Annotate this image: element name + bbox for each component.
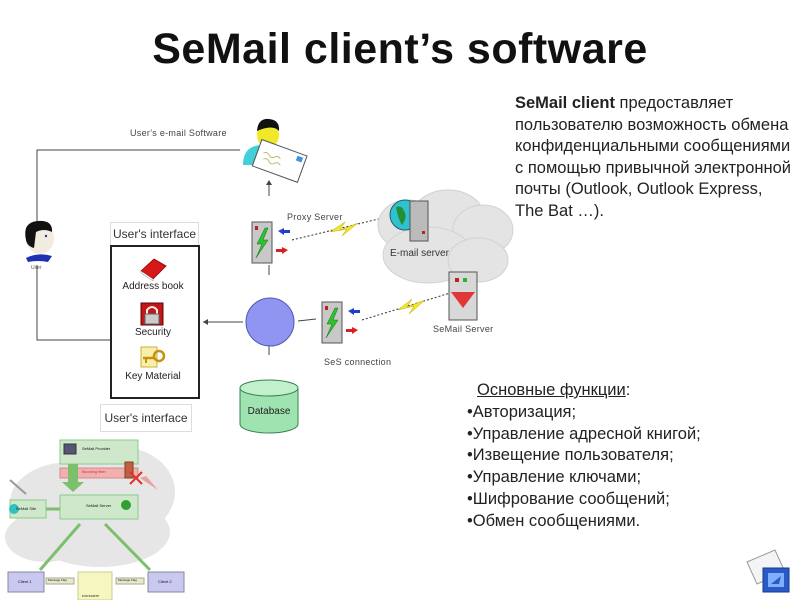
key-material-label[interactable]: Key Material <box>125 371 181 382</box>
description-bold: SeMail client <box>515 94 615 112</box>
lightning-icon <box>397 298 426 315</box>
connector-user-to-interface <box>36 265 110 341</box>
user-email-software-label: User's e-mail Software <box>130 128 227 138</box>
mini-message-flag-1: Message Flag <box>48 578 67 582</box>
email-server-icon <box>389 199 429 242</box>
mini-architecture-diagram: SeMail Provider Blocking filter SeMail S… <box>0 432 200 600</box>
sphere-node-icon <box>245 297 295 347</box>
outlook-express-icon <box>746 549 790 593</box>
semail-server-icon <box>448 271 478 321</box>
database-icon <box>239 379 299 434</box>
key-material-icon <box>140 346 166 368</box>
proxy-server-label: Proxy Server <box>287 212 343 222</box>
description-text: SeMail client предоставляет пользователю… <box>515 93 795 222</box>
user-head-icon <box>25 220 54 262</box>
mini-message-flag-2: Message Flag <box>118 578 137 582</box>
functions-list: Основные функции: •Авторизация; •Управле… <box>467 380 787 533</box>
mini-blocking-filter: Blocking filter <box>82 469 106 474</box>
semail-server-label: SeMail Server <box>433 324 494 334</box>
user-with-letter-icon <box>243 118 308 183</box>
mini-client-2: Client 2 <box>158 579 172 584</box>
functions-header: Основные функции <box>477 381 626 399</box>
slide-title: SeMail client’s software <box>152 25 648 73</box>
function-item: •Авторизация; <box>467 402 577 421</box>
email-server-label: E-mail server <box>390 248 449 259</box>
mini-semail-server: SeMail Server <box>86 503 112 508</box>
users-interface-label-bottom: User's interface <box>100 404 192 432</box>
database-label: Database <box>247 406 291 417</box>
proxy-server-icon <box>251 221 290 264</box>
function-item: •Шифрование сообщений; <box>467 489 670 508</box>
user-label: User <box>31 265 42 271</box>
connector-user-to-email-software <box>36 149 240 228</box>
mini-semail-provider: SeMail Provider <box>82 446 111 451</box>
mini-client-1: Client 1 <box>18 579 32 584</box>
function-item: •Управление ключами; <box>467 468 642 487</box>
lightning-icon <box>329 221 359 237</box>
mini-semail-site: SeMail Site <box>16 506 37 511</box>
address-book-label[interactable]: Address book <box>122 281 184 292</box>
users-interface-title: User's interface <box>110 222 199 246</box>
address-book-icon <box>140 258 167 281</box>
mini-pop-smtp: POP3/SMTP <box>82 594 100 598</box>
function-item: •Обмен сообщениями. <box>467 511 641 530</box>
ses-connection-icon <box>321 301 360 344</box>
ses-connection-label: SeS connection <box>324 357 392 367</box>
security-label[interactable]: Security <box>134 327 172 338</box>
security-lock-icon <box>140 302 164 326</box>
description-rest: предоставляет пользователю возможность о… <box>515 94 792 220</box>
function-item: •Управление адресной книгой; <box>467 424 701 443</box>
function-item: •Извещение пользователя; <box>467 446 674 465</box>
